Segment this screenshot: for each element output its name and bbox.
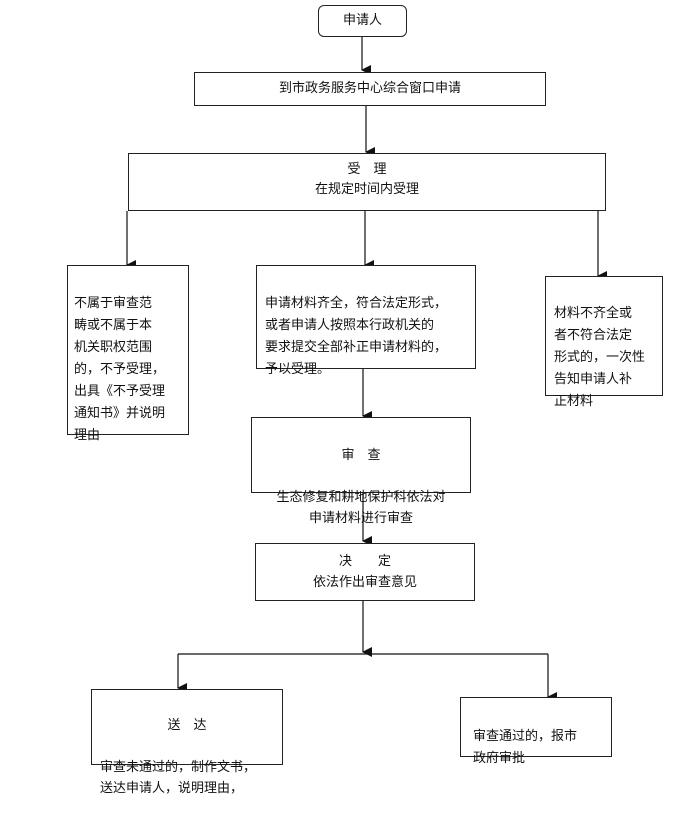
deliver-node: 送 达 审查未通过的，制作文书， 送达申请人，说明理由， <box>91 689 283 796</box>
decision-title: 决 定 <box>338 554 391 569</box>
decision-node: 决 定 依法作出审查意见 <box>255 543 475 601</box>
decision-desc: 依法作出审查意见 <box>312 575 417 590</box>
accept-desc: 在规定时间内受理 <box>314 182 419 197</box>
apply-label: 到市政务服务中心综合窗口申请 <box>278 81 461 96</box>
middle-branch-node: 申请材料齐全，符合法定形式， 或者申请人按照本行政机关的 要求提交全部补正申请材… <box>256 265 476 377</box>
approve-text: 审查通过的，报市 政府审批 <box>473 729 578 766</box>
middle-branch-text: 申请材料齐全，符合法定形式， 或者申请人按照本行政机关的 要求提交全部补正申请材… <box>265 296 448 377</box>
accept-title: 受 理 <box>347 162 387 177</box>
right-branch-text: 材料不齐全或 者不符合法定 形式的，一次性 告知申请人补 正材料 <box>554 306 646 409</box>
left-branch-text: 不属于审查范 畴或不属于本 机关职权范围 的，不予受理， 出具《不予受理 通知书… <box>74 296 166 443</box>
approve-node: 审查通过的，报市 政府审批 <box>460 697 612 766</box>
review-node: 审 查 生态修复和耕地保护科依法对 申请材料进行审查 <box>251 417 471 526</box>
accept-node: 受 理 在规定时间内受理 <box>128 153 606 211</box>
review-desc: 生态修复和耕地保护科依法对 申请材料进行审查 <box>276 490 446 526</box>
deliver-title: 送 达 <box>167 718 207 733</box>
start-label: 申请人 <box>342 13 382 28</box>
review-title: 审 查 <box>341 448 381 463</box>
left-branch-node: 不属于审查范 畴或不属于本 机关职权范围 的，不予受理， 出具《不予受理 通知书… <box>67 265 189 443</box>
start-node: 申请人 <box>318 5 407 37</box>
apply-node: 到市政务服务中心综合窗口申请 <box>194 72 546 106</box>
right-branch-node: 材料不齐全或 者不符合法定 形式的，一次性 告知申请人补 正材料 <box>545 276 663 409</box>
deliver-desc: 审查未通过的，制作文书， 送达申请人，说明理由， <box>100 760 257 796</box>
